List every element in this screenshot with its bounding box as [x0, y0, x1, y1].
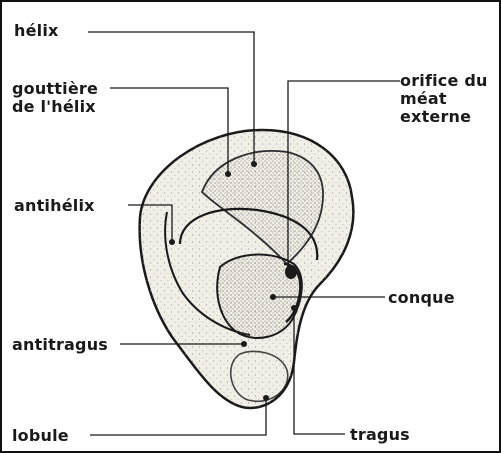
label-lobule: lobule — [12, 427, 69, 445]
label-antihelix: antihélix — [14, 197, 95, 215]
label-orifice: orifice du méat externe — [400, 72, 488, 126]
canal-opening — [285, 265, 297, 279]
leader-tragus — [294, 310, 345, 434]
label-tragus: tragus — [350, 426, 410, 444]
label-gouttiere: gouttière de l'hélix — [12, 80, 98, 116]
label-helix: hélix — [14, 22, 59, 40]
label-conque: conque — [388, 289, 455, 307]
label-antitragus: antitragus — [12, 336, 108, 354]
